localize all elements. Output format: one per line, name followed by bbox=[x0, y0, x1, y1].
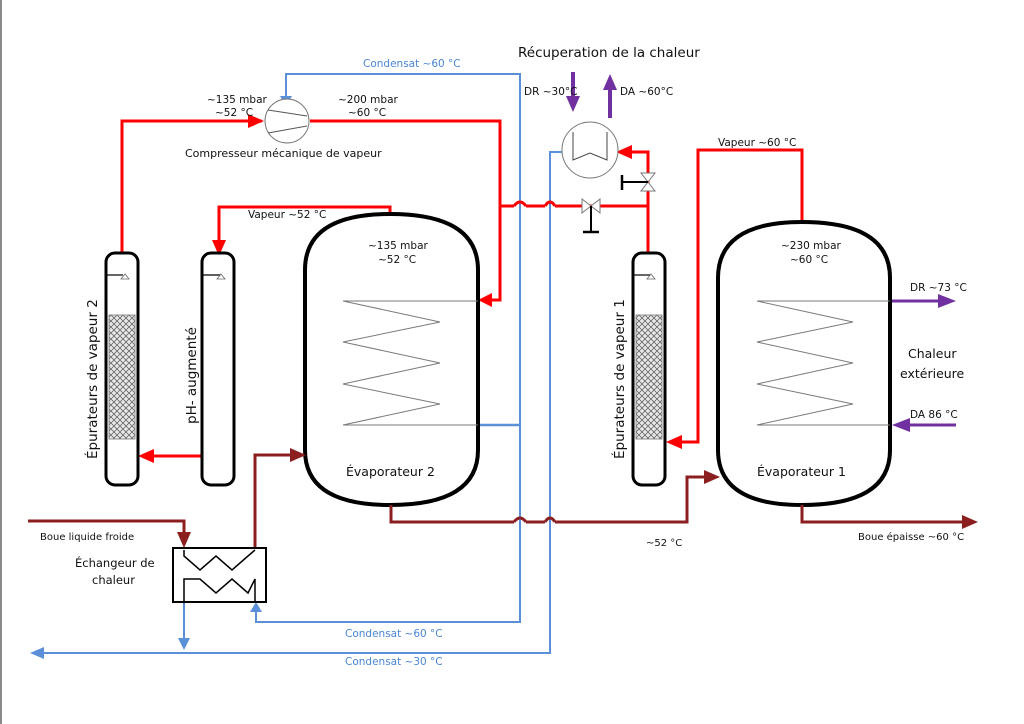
compressor-inlet-temp: ~52 °C bbox=[215, 107, 253, 119]
arrow-steam-compressor-in bbox=[248, 114, 264, 128]
steam-line-scrubber2-to-compressor bbox=[120, 119, 262, 252]
arrow-external-da bbox=[892, 418, 910, 432]
heat-recovery-exchanger[interactable] bbox=[561, 121, 619, 179]
evaporator-2-coil-zigzag bbox=[342, 300, 441, 426]
arrow-condensate-outlet bbox=[30, 647, 44, 659]
compressor-inlet-pressure: ~135 mbar bbox=[207, 94, 268, 106]
diagram-title: Récuperation de la chaleur bbox=[518, 45, 700, 61]
valve-bypass[interactable] bbox=[581, 197, 601, 234]
steam-line-recovery-feed bbox=[626, 150, 650, 253]
sludge-intermediate-temp: ~52 °C bbox=[646, 538, 682, 549]
scrubber-1-label: Épurateurs de vapeur 1 bbox=[611, 299, 628, 459]
heat-exchanger-label-2: chaleur bbox=[92, 573, 135, 587]
condensate-line-compressor bbox=[255, 73, 521, 623]
arrow-steam-recovery-in bbox=[616, 145, 632, 159]
compressor-outlet-pressure: ~200 mbar bbox=[338, 94, 399, 106]
compressor-outlet-temp: ~60 °C bbox=[348, 107, 386, 119]
evaporator-1[interactable] bbox=[716, 219, 892, 508]
sludge-line-outlet bbox=[800, 505, 966, 524]
page-frame-border bbox=[0, 0, 2, 724]
arrow-external-dr bbox=[938, 294, 956, 308]
arrow-recovery-dr bbox=[566, 96, 580, 112]
arrow-sludge-evap2-in bbox=[290, 448, 306, 462]
condensate-lines bbox=[40, 73, 563, 654]
sludge-outlet-label: Boue épaisse ~60 °C bbox=[858, 531, 964, 543]
evaporator-1-coil-zigzag bbox=[756, 300, 854, 426]
steam-line-evap1-to-scrubber1 bbox=[678, 148, 804, 444]
evaporator-1-pressure: ~230 mbar bbox=[781, 240, 842, 252]
evaporator-1-temp: ~60 °C bbox=[790, 254, 828, 266]
label-condensate-30: Condensat ~30 °C bbox=[345, 656, 443, 668]
external-heat-label-2: extérieure bbox=[900, 366, 965, 381]
arrow-steam-evap2-coil bbox=[478, 293, 492, 307]
external-heat-label-1: Chaleur bbox=[908, 346, 957, 361]
sludge-line-evap2-to-evap1 bbox=[389, 475, 708, 524]
label-condensate-60: Condensat ~60 °C bbox=[345, 628, 443, 640]
arrow-recovery-da bbox=[603, 74, 617, 90]
scrubber-2[interactable] bbox=[104, 251, 140, 487]
valve-recovery[interactable] bbox=[620, 172, 657, 192]
steam-line-compressor-to-evap2 bbox=[310, 119, 502, 302]
arrow-condensate-exchanger-in bbox=[250, 602, 262, 612]
recovery-dr-label: DR ~30°C bbox=[524, 86, 577, 98]
sludge-hop-1 bbox=[512, 516, 528, 523]
arrow-sludge-outlet bbox=[962, 515, 978, 529]
evaporator-2-pressure: ~135 mbar bbox=[368, 240, 429, 252]
ph-column-label: pH- augmenté bbox=[184, 327, 200, 424]
evaporator-2-temp: ~52 °C bbox=[378, 254, 416, 266]
evaporator-1-label: Évaporateur 1 bbox=[757, 464, 846, 479]
compressor[interactable] bbox=[264, 98, 310, 144]
arrow-steam-ph-in bbox=[212, 240, 226, 256]
scrubber-1[interactable] bbox=[631, 251, 667, 487]
steam-lines bbox=[120, 119, 804, 458]
scrubber-2-label: Épurateurs de vapeur 2 bbox=[84, 299, 101, 459]
steam-hop-2 bbox=[543, 200, 557, 207]
steam-hop-1 bbox=[512, 200, 528, 207]
ph-column[interactable] bbox=[200, 251, 236, 487]
steam-line-evap2-to-ph bbox=[217, 205, 392, 246]
sludge-inlet-label: Boue liquide froide bbox=[40, 532, 134, 543]
arrow-sludge-evap1-in bbox=[704, 470, 720, 484]
evaporator-2-label: Évaporateur 2 bbox=[346, 464, 435, 479]
condensate-line-recovery bbox=[40, 151, 563, 654]
compressor-label: Compresseur mécanique de vapeur bbox=[185, 147, 382, 160]
external-da-label: DA 86 °C bbox=[910, 409, 958, 421]
vapour-52-label: Vapeur ~52 °C bbox=[248, 209, 326, 221]
arrow-sludge-exchanger-in bbox=[177, 532, 191, 548]
scrubber-1-packing bbox=[635, 314, 663, 440]
arrow-steam-scrubber1-in bbox=[666, 435, 682, 449]
heat-exchanger[interactable] bbox=[172, 547, 267, 603]
label-condensate-compressor: Condensat ~60 °C bbox=[363, 58, 461, 70]
scrubber-2-packing bbox=[108, 314, 136, 440]
sludge-hop-2 bbox=[543, 516, 557, 523]
arrow-condensate-exchanger-out bbox=[178, 638, 190, 650]
external-dr-label: DR ~73 °C bbox=[910, 282, 967, 294]
sludge-line-exchanger-to-evap2 bbox=[253, 453, 294, 548]
heat-exchanger-label-1: Échangeur de bbox=[75, 555, 155, 570]
vapour-60-label: Vapeur ~60 °C bbox=[718, 137, 796, 149]
arrow-steam-scrubber2-in bbox=[138, 449, 154, 463]
recovery-da-label: DA ~60°C bbox=[620, 86, 673, 98]
